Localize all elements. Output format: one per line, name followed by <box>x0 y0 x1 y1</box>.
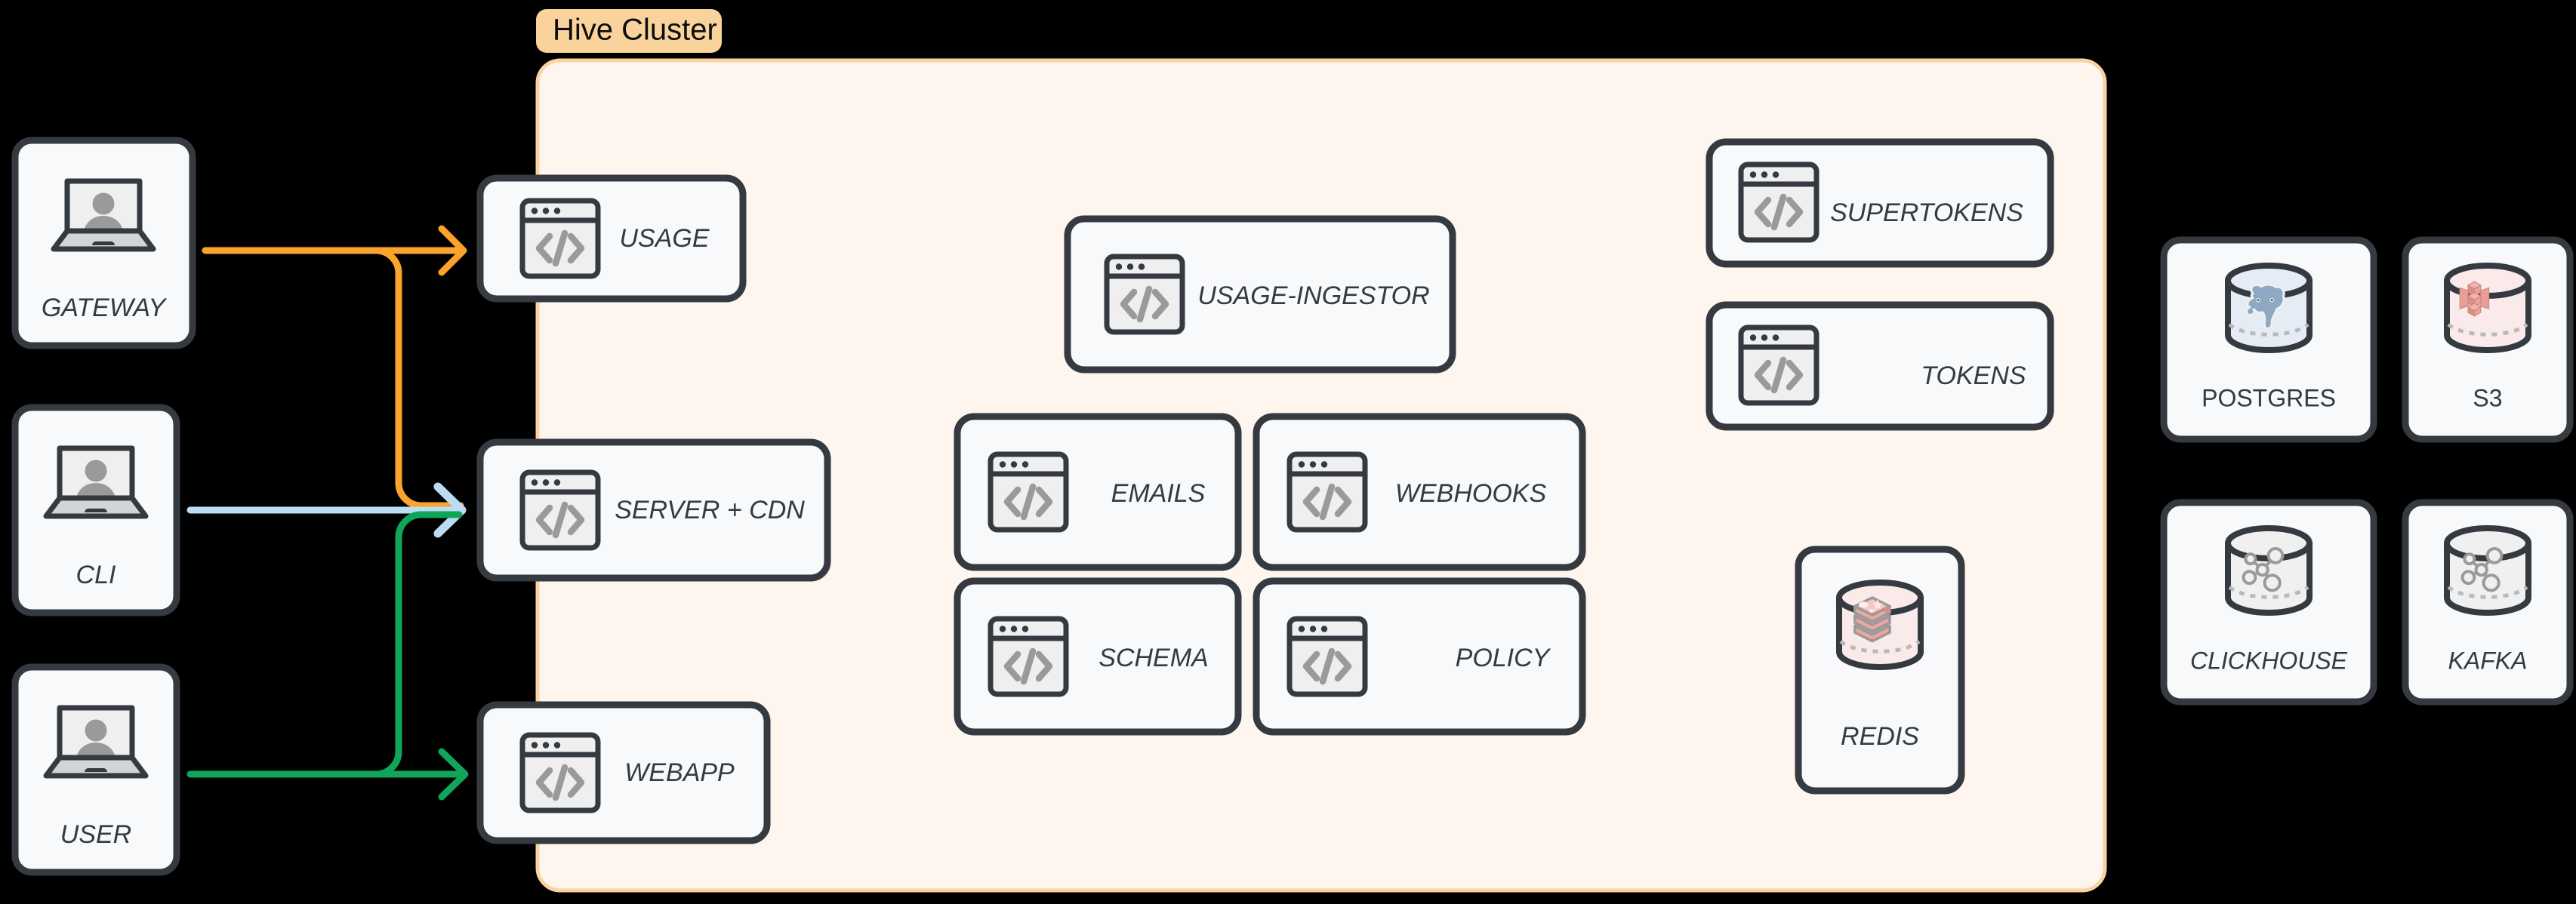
db-node-postgres[interactable]: POSTGRES <box>2160 236 2377 443</box>
code-window-icon <box>1107 257 1182 332</box>
client-label-gateway: GATEWAY <box>42 294 168 322</box>
db-node-s3[interactable]: S3 <box>2402 236 2574 443</box>
service-label-usage-ingestor: USAGE-INGESTOR <box>1197 281 1429 310</box>
external-databases-group: POSTGRES S3 <box>2160 236 2574 706</box>
client-label-cli: CLI <box>76 561 116 589</box>
edge-user-to-webapp <box>186 748 469 801</box>
network-cylinder-icon <box>2228 528 2309 613</box>
client-node-gateway[interactable]: GATEWAY <box>11 137 196 349</box>
service-node-usage-ingestor[interactable]: USAGE-INGESTOR <box>1064 215 1456 374</box>
service-label-supertokens: SUPERTOKENS <box>1830 198 2023 227</box>
db-label-clickhouse: CLICKHOUSE <box>2190 647 2348 674</box>
code-window-icon <box>1741 327 1816 403</box>
code-window-icon <box>522 472 598 548</box>
service-node-webapp[interactable]: WEBAPP <box>476 701 771 844</box>
postgres-cylinder-icon <box>2228 266 2309 350</box>
client-label-user: USER <box>60 820 131 849</box>
db-node-kafka[interactable]: KAFKA <box>2402 499 2574 706</box>
code-window-icon <box>522 735 598 810</box>
redis-cylinder-icon <box>1839 583 1921 667</box>
code-window-icon <box>1741 165 1816 240</box>
edge-cli-to-server-cdn <box>186 482 467 538</box>
client-node-cli[interactable]: CLI <box>11 404 180 617</box>
service-label-schema: SCHEMA <box>1098 644 1208 672</box>
code-window-icon <box>522 201 598 276</box>
hive-cluster-label-pill: Hive Cluster <box>536 9 722 53</box>
db-node-clickhouse[interactable]: CLICKHOUSE <box>2160 499 2377 706</box>
db-node-redis[interactable]: REDIS <box>1795 546 1965 795</box>
service-node-schema[interactable]: SCHEMA <box>954 577 1242 736</box>
service-label-usage: USAGE <box>619 224 709 253</box>
hive-cluster-label: Hive Cluster <box>553 14 717 47</box>
edge-gateway-to-server-cdn <box>202 247 464 509</box>
laptop-user-icon <box>54 181 153 249</box>
client-nodes-group: GATEWAY CLI USER <box>11 137 196 876</box>
service-node-policy[interactable]: POLICY <box>1253 577 1586 736</box>
service-label-emails: EMAILS <box>1111 479 1206 508</box>
edge-services-group: USAGE SERVER + CDN WEBAPP <box>476 174 831 844</box>
service-node-usage[interactable]: USAGE <box>476 174 747 303</box>
service-label-webhooks: WEBHOOKS <box>1395 479 1547 508</box>
network-cylinder-icon <box>2447 528 2528 613</box>
client-node-user[interactable]: USER <box>11 663 180 876</box>
service-label-policy: POLICY <box>1456 644 1551 672</box>
service-node-server-cdn[interactable]: SERVER + CDN <box>476 438 831 582</box>
code-window-icon <box>1290 619 1365 694</box>
s3-cylinder-icon <box>2447 266 2528 350</box>
code-window-icon <box>991 619 1066 694</box>
db-label-kafka: KAFKA <box>2448 647 2528 674</box>
connector-layer <box>186 225 469 801</box>
db-label-s3: S3 <box>2473 384 2502 411</box>
service-node-webhooks[interactable]: WEBHOOKS <box>1253 413 1586 571</box>
service-node-supertokens[interactable]: SUPERTOKENS <box>1706 138 2054 268</box>
code-window-icon <box>1290 454 1365 530</box>
service-label-webapp: WEBAPP <box>624 758 735 787</box>
service-label-tokens: TOKENS <box>1921 361 2026 390</box>
db-label-postgres: POSTGRES <box>2202 384 2336 411</box>
db-label-redis: REDIS <box>1841 722 1919 751</box>
laptop-user-icon <box>46 708 146 776</box>
laptop-user-icon <box>46 448 146 516</box>
code-window-icon <box>991 454 1066 530</box>
service-label-server-cdn: SERVER + CDN <box>615 496 805 524</box>
service-node-emails[interactable]: EMAILS <box>954 413 1242 571</box>
cluster-services-group: USAGE-INGESTOR EMAILS WEBHOOKS SCHEMA <box>954 138 2054 736</box>
service-node-tokens[interactable]: TOKENS <box>1706 301 2054 431</box>
